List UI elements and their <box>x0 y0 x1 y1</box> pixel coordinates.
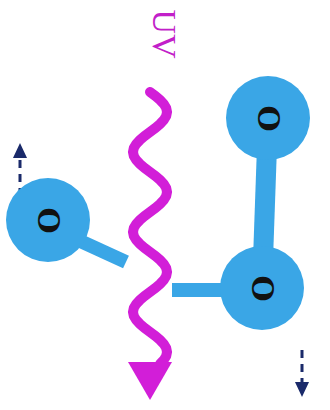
oxygen-atom: O <box>220 246 304 330</box>
uv-arrowhead <box>128 362 172 400</box>
oxygen-atom: O <box>226 76 310 160</box>
uv-wave <box>133 92 167 364</box>
atom-symbol: O <box>30 207 65 233</box>
atom-symbol: O <box>250 105 285 131</box>
atom-symbol: O <box>244 275 279 301</box>
atom-stub <box>78 240 126 262</box>
uv-label: UV <box>145 10 183 59</box>
motion-arrowhead <box>13 143 27 158</box>
oxygen-atom: O <box>6 178 90 262</box>
motion-arrowhead <box>295 382 309 397</box>
molecular-bond <box>263 158 266 248</box>
motion-arrow <box>301 350 304 384</box>
